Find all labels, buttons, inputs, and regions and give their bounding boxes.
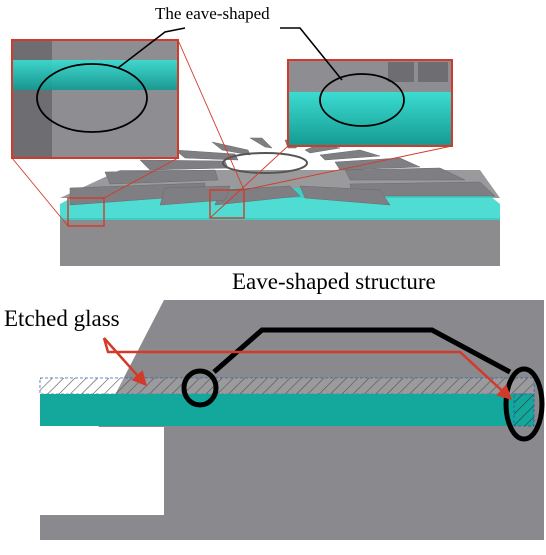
- eave-ellipse-right: [503, 366, 545, 442]
- etched-arrow-short: [103, 337, 147, 387]
- highlight-box-left: [67, 197, 105, 227]
- cyan-channel: [40, 394, 534, 426]
- radial-fingers: [69, 137, 496, 206]
- inset-left-ellipse: [36, 63, 148, 133]
- etched-arrow-long: [102, 337, 513, 401]
- top-callout-label: The eave-shaped: [155, 4, 270, 23]
- inset-right: [287, 59, 453, 147]
- right-hatched-block: [513, 393, 535, 427]
- section-title: Eave-shaped structure: [232, 269, 436, 294]
- central-ring: [222, 152, 308, 174]
- eave-ellipse-left: [181, 368, 219, 408]
- etched-glass-label: Etched glass: [4, 306, 120, 331]
- cross-section: [39, 300, 545, 540]
- top-callout-lines: [117, 27, 343, 81]
- zoom-connectors: [11, 39, 453, 227]
- inset-left: [11, 39, 179, 159]
- highlight-box-center: [209, 189, 245, 219]
- inset-right-ellipse: [319, 73, 405, 127]
- substrate-front: [60, 218, 500, 266]
- device-3d-render: [60, 137, 500, 266]
